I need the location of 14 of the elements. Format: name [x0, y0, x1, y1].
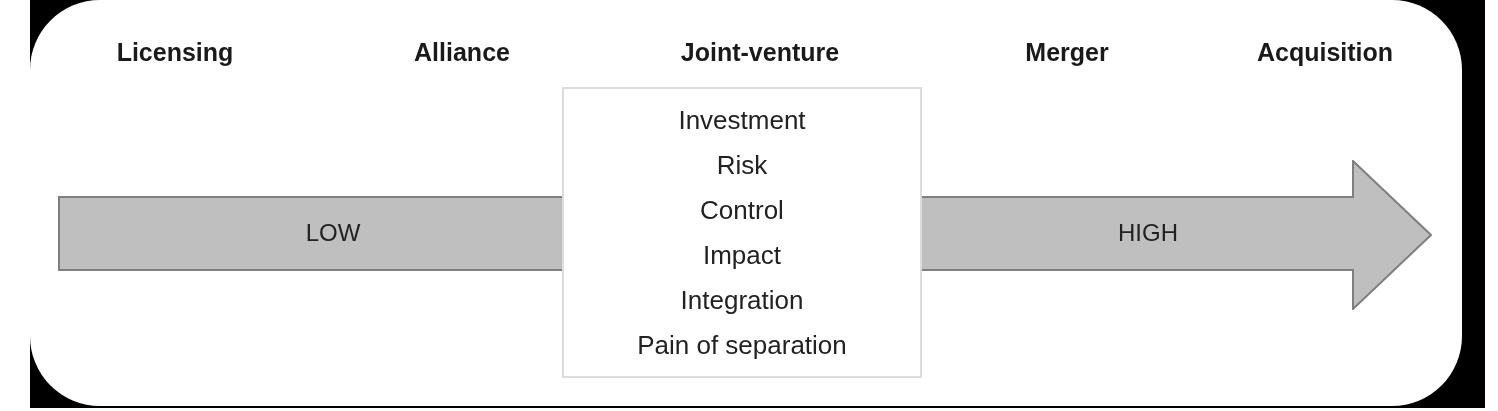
arrow-label: LOW: [305, 219, 361, 247]
category-label: Licensing: [116, 37, 234, 67]
list-item: Risk: [716, 150, 768, 180]
list-item: Integration: [680, 285, 804, 315]
arrow-label: HIGH: [1118, 219, 1178, 247]
category-label: Merger: [1025, 37, 1109, 67]
list-item: Pain of separation: [637, 330, 847, 360]
list-item: Impact: [703, 240, 781, 270]
category-label: Alliance: [414, 37, 510, 67]
category-label: Joint-venture: [680, 37, 840, 67]
category-label: Acquisition: [1256, 37, 1394, 67]
list-box: [562, 87, 922, 378]
list-item: Control: [700, 195, 784, 225]
list-item: Investment: [678, 105, 806, 135]
